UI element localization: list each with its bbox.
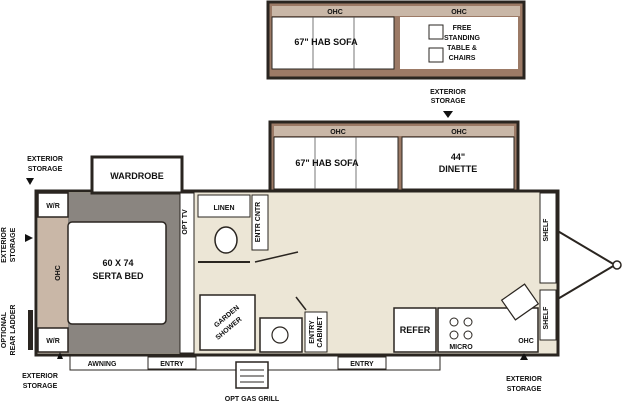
wardrobe xyxy=(90,155,184,195)
ohc-label-slide-left: OHC xyxy=(330,129,346,136)
sofa-label-top: 67" HAB SOFA xyxy=(294,37,358,47)
free-standing-line-1: FREE xyxy=(453,25,472,32)
exterior-storage-top-line-2: STORAGE xyxy=(431,98,466,105)
wr-closet-bottom xyxy=(37,327,69,353)
exterior-storage-rear-top-line-1: EXTERIOR xyxy=(27,156,63,163)
kitchen-sink-icon xyxy=(500,283,540,321)
entry-step-front xyxy=(337,356,387,370)
dinette-size-label: 44" xyxy=(451,152,465,162)
ohc-band-top xyxy=(272,6,520,16)
sofa-top xyxy=(271,16,395,70)
slide-out-option-top: OHC OHC 67" HAB SOFA FREE STANDING TABLE… xyxy=(266,0,526,80)
bed-label: SERTA BED xyxy=(92,271,144,281)
linen-closet xyxy=(197,194,251,218)
dining-area-top xyxy=(400,17,518,69)
bedroom-ohc-label: OHC xyxy=(55,265,62,281)
ohc-band-slide xyxy=(274,126,514,136)
exterior-storage-top-line-1: EXTERIOR xyxy=(430,89,466,96)
linen-label: LINEN xyxy=(214,205,235,212)
wr-closet-top xyxy=(37,192,69,218)
shelf-label-bottom: SHELF xyxy=(543,306,550,330)
ohc-label-top-right: OHC xyxy=(451,9,467,16)
free-standing-line-3: TABLE & xyxy=(447,45,477,52)
kitchen-counter xyxy=(437,307,539,353)
bath-door-icon xyxy=(254,251,299,263)
refrigerator xyxy=(393,307,437,353)
sink-icon xyxy=(271,326,289,344)
hitch-coupler-icon xyxy=(612,260,622,270)
optional-rear-ladder-line-1: OPTIONAL xyxy=(1,311,8,348)
hitch-frame xyxy=(555,229,617,301)
gas-grill xyxy=(235,361,269,389)
entry-label-rear: ENTRY xyxy=(160,361,184,368)
front-shelf-top xyxy=(539,192,557,284)
entry-cabinet xyxy=(304,311,328,353)
chair-icon xyxy=(428,47,444,63)
optional-rear-ladder-line-2: REAR LADDER xyxy=(10,305,17,356)
burner-icon xyxy=(449,317,459,327)
micro-label: MICRO xyxy=(449,344,473,351)
entr-cntr-label: ENTR CNTR xyxy=(255,202,262,242)
exterior-storage-front-line-1: EXTERIOR xyxy=(506,376,542,383)
exterior-storage-rear-bottom-line-2: STORAGE xyxy=(23,383,58,390)
hitch xyxy=(555,229,622,301)
entry-step-rear xyxy=(147,356,197,370)
burner-icon xyxy=(463,330,473,340)
opt-gas-grill-label: OPT GAS GRILL xyxy=(225,396,280,403)
bed xyxy=(67,221,167,325)
sofa xyxy=(273,136,399,190)
dinette-label: DINETTE xyxy=(439,164,478,174)
exterior-storage-rear-top-line-2: STORAGE xyxy=(28,166,63,173)
burner-icon xyxy=(449,330,459,340)
wardrobe-label: WARDROBE xyxy=(110,171,164,181)
arrow-up-icon xyxy=(520,353,528,360)
shelf-label-top: SHELF xyxy=(543,218,550,242)
free-standing-line-4: CHAIRS xyxy=(449,55,476,62)
door-swing-icon xyxy=(295,296,307,311)
front-shelf-bottom xyxy=(539,289,557,341)
exterior-storage-side-line-1: EXTERIOR xyxy=(1,227,8,263)
arrow-down-icon xyxy=(26,178,34,185)
exterior-storage-front-line-2: STORAGE xyxy=(507,386,542,393)
dinette xyxy=(401,136,515,190)
refer-label: REFER xyxy=(400,325,431,335)
entry-label-front: ENTRY xyxy=(350,361,374,368)
chair-icon xyxy=(428,24,444,40)
wr-label-top: W/R xyxy=(46,203,60,210)
entry-cabinet-line-1: ENTRY xyxy=(309,320,316,344)
exterior-storage-rear-bottom-line-1: EXTERIOR xyxy=(22,373,58,380)
bedroom-ohc xyxy=(38,193,68,353)
free-standing-line-2: STANDING xyxy=(444,35,481,42)
bed-size-label: 60 X 74 xyxy=(102,258,133,268)
arrow-up-icon xyxy=(57,352,63,359)
exterior-storage-side-line-2: STORAGE xyxy=(10,227,17,262)
arrow-right-icon xyxy=(25,234,33,242)
arrow-down-icon xyxy=(443,111,453,118)
garden-shower xyxy=(199,294,256,351)
entertainment-center xyxy=(251,194,269,251)
bedroom-wall xyxy=(179,192,195,354)
ohc-label-slide-right: OHC xyxy=(451,129,467,136)
ohc-label-top-left: OHC xyxy=(327,9,343,16)
toilet-icon xyxy=(214,226,238,254)
burner-icon xyxy=(463,317,473,327)
ohc-label-kitchen: OHC xyxy=(518,338,534,345)
rear-ladder-icon xyxy=(28,310,33,350)
entry-cabinet-line-2: CABINET xyxy=(317,316,324,348)
sofa-label: 67" HAB SOFA xyxy=(295,158,359,168)
awning-label: AWNING xyxy=(88,361,117,368)
opt-tv-label: OPT TV xyxy=(182,209,189,235)
wr-label-bottom: W/R xyxy=(46,338,60,345)
